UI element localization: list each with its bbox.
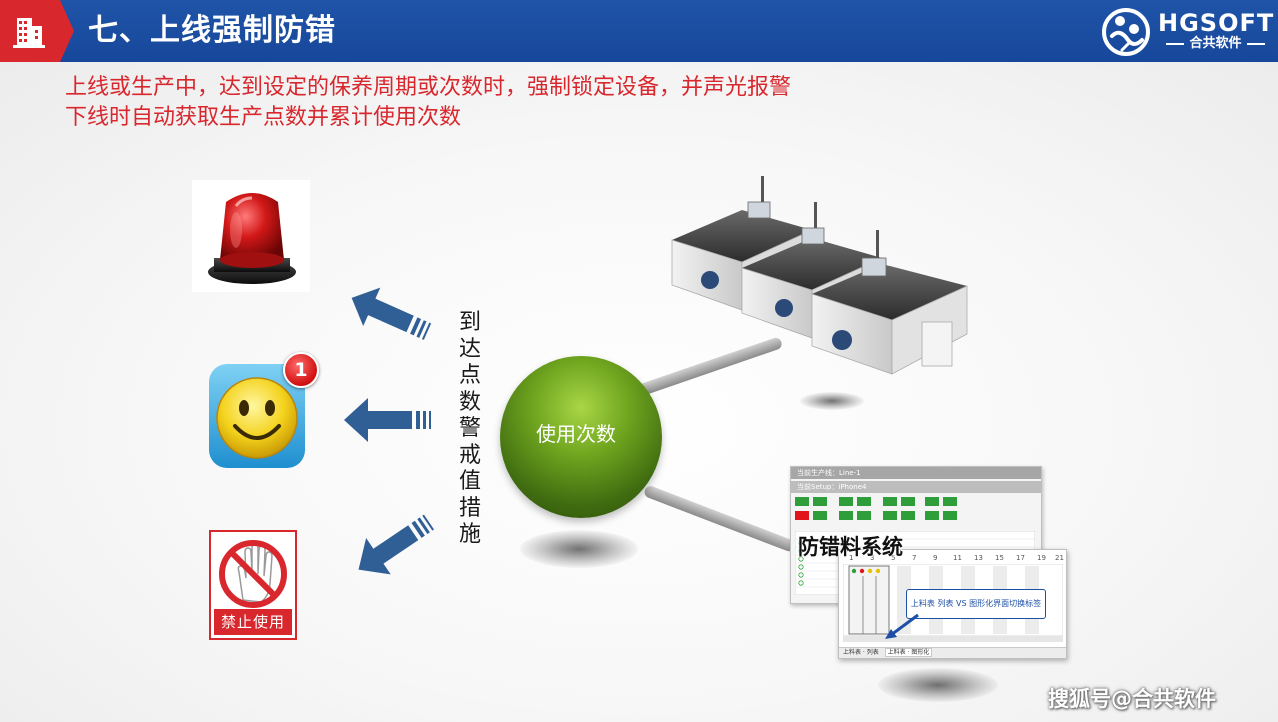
logo-text: HGSOFT (1158, 9, 1275, 37)
measures-char: 值 (458, 469, 481, 494)
measures-char: 警 (458, 416, 481, 441)
column-number: 1 (849, 554, 854, 562)
arrow-to-prohibit-icon (358, 514, 435, 575)
alarm-light-icon (192, 180, 310, 292)
panel-shadow (878, 668, 998, 702)
measures-char: 到 (458, 310, 481, 335)
watermark-text: 搜狐号@合共软件 (1048, 687, 1216, 711)
logo-subtitle: 合共软件 (1158, 36, 1273, 52)
column-number: 5 (891, 554, 896, 562)
tab-graphic-view[interactable]: 上料表 · 图形化 (884, 648, 933, 657)
panel-header-line: 当前生产线：Line-1 (791, 467, 1041, 479)
measures-char: 戒 (458, 442, 481, 468)
sphere-shadow (520, 530, 638, 568)
alarm-beacon-image (192, 180, 310, 292)
measures-char: 施 (458, 522, 481, 547)
column-number: 3 (870, 554, 875, 562)
tab-list-view[interactable]: 上料表 · 列表 (843, 649, 879, 656)
measures-char: 达 (458, 336, 481, 362)
column-number: 21 (1055, 554, 1064, 562)
usage-count-node: 使用次数 (500, 356, 662, 518)
notification-count: 1 (294, 359, 308, 381)
notification-badge: 1 (283, 352, 319, 388)
usage-count-label: 使用次数 (536, 422, 616, 446)
prohibit-sign-label: 禁止使用 (214, 609, 292, 635)
view-tab-bar: 上料表 · 列表 上料表 · 图形化 (839, 647, 1066, 658)
header-bar: 七、上线强制防错 HGSOFT 合共软件 (0, 0, 1278, 62)
measures-vertical-text: 到 达 点 数 警 戒 值 措 施 (455, 310, 485, 549)
tab-switch-callout: 上料表 列表 VS 图形化界面切换标签 (906, 589, 1046, 619)
column-number: 7 (912, 554, 917, 562)
header-arrow-decoration (60, 0, 74, 62)
description-line-2: 下线时自动获取生产点数并累计使用次数 (65, 105, 462, 130)
page-title: 七、上线强制防错 (88, 13, 336, 48)
arrow-to-alarm-icon (351, 287, 432, 340)
column-number: 15 (995, 554, 1004, 562)
feeder-status-grid (795, 497, 957, 520)
column-number: 17 (1016, 554, 1025, 562)
panel-subheader-line: 当前Setup：iPhone4 (791, 481, 1041, 493)
building-icon (13, 18, 45, 48)
measures-char: 措 (458, 495, 481, 521)
measures-char: 点 (458, 363, 481, 388)
prohibit-sign: 禁止使用 (209, 530, 297, 640)
stop-hand-icon (219, 540, 287, 608)
column-number: 13 (974, 554, 983, 562)
smt-machines-image (671, 176, 968, 375)
column-number: 19 (1037, 554, 1046, 562)
callout-pointer-arrow-icon (885, 613, 919, 639)
smiley-notification-image: 1 (207, 350, 321, 470)
hgsoft-logo-icon (1102, 8, 1150, 56)
header-icon-box (0, 0, 60, 62)
measures-char: 数 (458, 389, 481, 415)
column-number-bar: 1 3 5 7 9 11 13 15 17 19 21 (839, 554, 1066, 564)
description-line-1: 上线或生产中，达到设定的保养周期或次数时，强制锁定设备，并声光报警 (65, 75, 792, 100)
column-number: 11 (953, 554, 962, 562)
system-title: 防错料系统 (798, 535, 903, 559)
column-number: 9 (933, 554, 938, 562)
machine-shadow (800, 392, 864, 410)
arrow-to-notification-icon (344, 398, 431, 442)
smiley-face-icon (209, 364, 305, 468)
